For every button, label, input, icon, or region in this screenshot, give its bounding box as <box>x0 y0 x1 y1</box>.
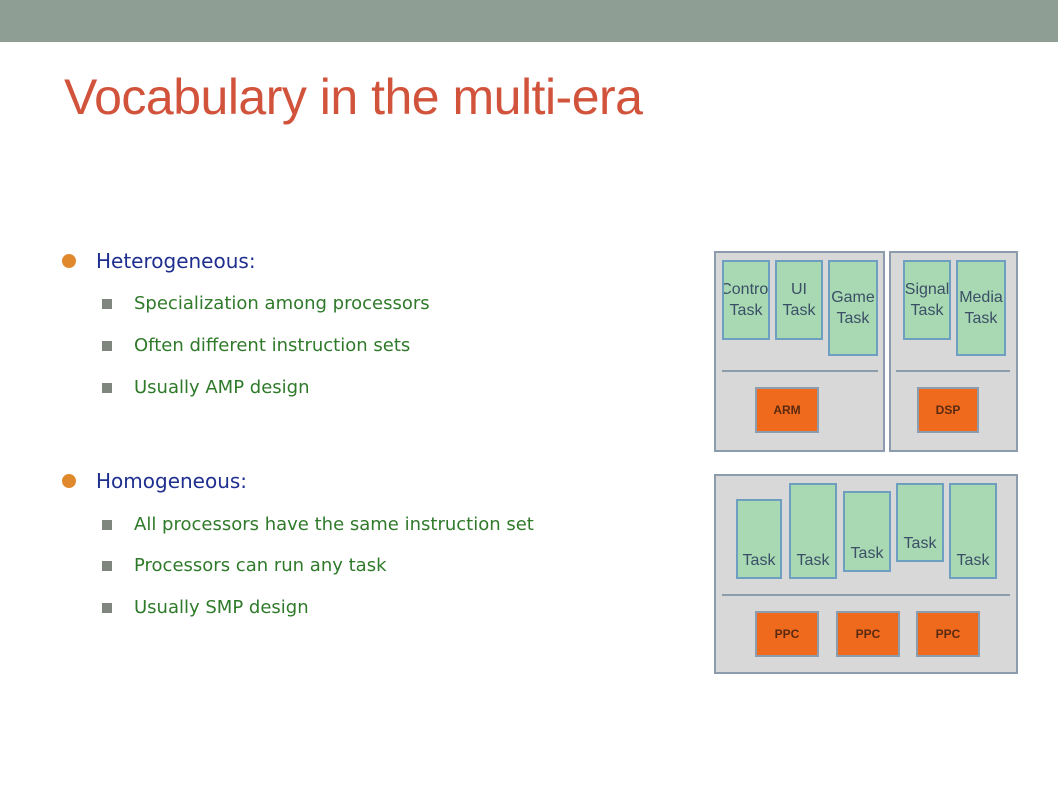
divider-line <box>896 370 1010 372</box>
top-bar <box>0 0 1058 42</box>
bullet-dot-icon <box>62 254 76 268</box>
task-block: Task <box>736 499 782 579</box>
divider-line <box>722 594 1010 596</box>
section-heading-heterogeneous: Heterogeneous: <box>96 249 256 273</box>
task-block: UI Task <box>775 260 823 340</box>
section-heading-homogeneous: Homogeneous: <box>96 469 248 493</box>
list-item: Processors can run any task <box>134 555 387 576</box>
task-block: Task <box>896 483 944 562</box>
processor-block: DSP <box>917 387 979 433</box>
list-item: All processors have the same instruction… <box>134 514 534 535</box>
slide-title: Vocabulary in the multi-era <box>64 69 643 125</box>
task-block: Control Task <box>722 260 770 340</box>
task-block: Signal Task <box>903 260 951 340</box>
task-block: Media Task <box>956 260 1006 356</box>
task-block: Game Task <box>828 260 878 356</box>
bullet-square-icon <box>102 520 112 530</box>
bullet-square-icon <box>102 341 112 351</box>
divider-line <box>722 370 878 372</box>
list-item: Specialization among processors <box>134 293 430 314</box>
processor-block: PPC <box>916 611 980 657</box>
processor-block: ARM <box>755 387 819 433</box>
bullet-square-icon <box>102 603 112 613</box>
processor-block: PPC <box>755 611 819 657</box>
list-item: Usually SMP design <box>134 597 309 618</box>
task-block: Task <box>843 491 891 572</box>
list-item: Often different instruction sets <box>134 335 411 356</box>
processor-block: PPC <box>836 611 900 657</box>
bullet-square-icon <box>102 561 112 571</box>
list-item: Usually AMP design <box>134 377 310 398</box>
bullet-square-icon <box>102 383 112 393</box>
task-block: Task <box>789 483 837 579</box>
task-block: Task <box>949 483 997 579</box>
bullet-square-icon <box>102 299 112 309</box>
bullet-dot-icon <box>62 474 76 488</box>
